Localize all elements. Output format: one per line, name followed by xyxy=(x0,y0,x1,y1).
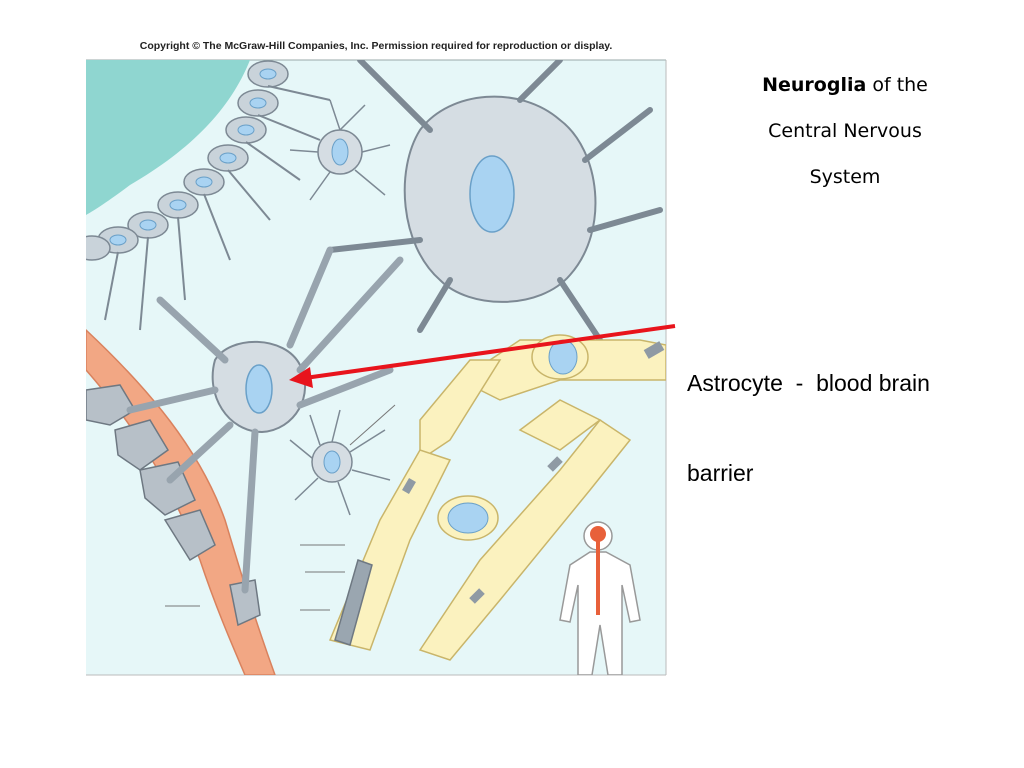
title-line2: Central Nervous xyxy=(768,120,922,142)
ventricle xyxy=(86,60,250,215)
annotation-line2: barrier xyxy=(687,460,754,486)
title-bold: Neuroglia xyxy=(762,74,867,96)
pointer-arrow xyxy=(289,324,676,388)
astrocyte-end-feet xyxy=(86,384,261,627)
title-line1-rest: of the xyxy=(866,74,928,96)
astrocyte-annotation: Astrocyte - blood brain barrier xyxy=(687,308,987,548)
copyright-notice: Copyright © The McGraw-Hill Companies, I… xyxy=(139,40,613,52)
microglia xyxy=(289,409,391,516)
title-line3: System xyxy=(809,166,881,188)
slide-title: Neuroglia of the Central Nervous System xyxy=(745,62,945,200)
human-figure-icon xyxy=(559,521,641,675)
annotation-line1: Astrocyte - blood brain xyxy=(687,370,930,396)
